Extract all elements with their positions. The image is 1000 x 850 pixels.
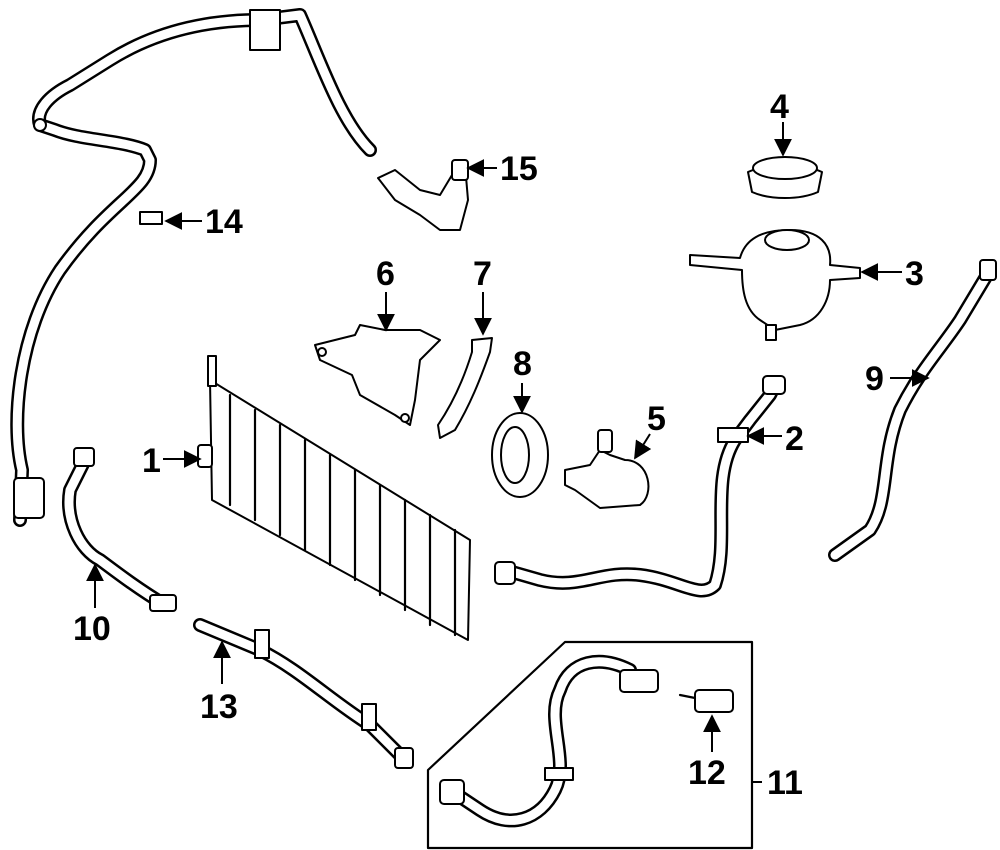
part-14-hose [10,8,377,527]
part-10-hose [62,447,177,612]
callout-10: 10 [73,563,111,648]
callout-10-label: 10 [73,610,111,648]
part-3-reservoir [689,229,861,341]
part-2-hose [494,375,786,598]
part-5-pump [564,429,650,509]
callout-9: 9 [865,360,930,398]
part-4-cap [747,156,823,199]
callout-6: 6 [376,255,395,332]
part-15-connector [377,159,469,231]
callout-2-label: 2 [785,420,804,458]
callout-8-label: 8 [513,345,532,383]
part-9-pipe [828,259,997,562]
callout-11-label: 11 [767,764,803,802]
callout-8: 8 [513,345,532,414]
callout-5: 5 [634,400,666,460]
part-6-bracket [314,324,441,426]
callout-3: 3 [860,255,924,293]
radiator-fins [228,393,457,637]
callout-2: 2 [746,420,804,458]
callout-4: 4 [770,88,792,157]
part-11-kit [426,640,754,850]
callout-9-label: 9 [865,360,884,398]
callout-11: 11 [752,764,803,802]
callout-5-label: 5 [647,400,666,438]
callout-7: 7 [473,255,492,336]
callout-12-label: 12 [688,754,726,792]
callout-7-label: 7 [473,255,492,293]
part-13-pipe [193,618,414,769]
callout-3-label: 3 [905,255,924,293]
callout-6-label: 6 [376,255,395,293]
part-8-ring [491,412,549,498]
part-7-strap [437,337,493,439]
callout-1-label: 1 [142,442,161,480]
part-1-radiator [197,355,471,641]
callout-15: 15 [466,150,538,188]
callout-4-label: 4 [770,88,789,126]
callout-12: 12 [688,714,726,792]
callout-15-label: 15 [500,150,538,188]
callout-14-label: 14 [205,203,243,241]
callout-1: 1 [142,442,202,480]
callout-14: 14 [164,203,243,241]
callout-13-label: 13 [200,688,238,726]
part-12-sensor [678,689,734,713]
callout-13: 13 [200,640,238,726]
